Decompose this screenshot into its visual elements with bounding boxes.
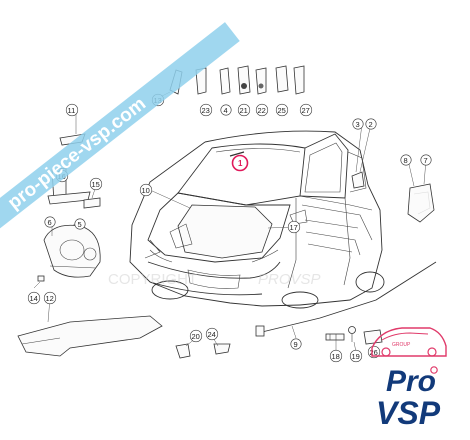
callout-4: 4 [220, 104, 232, 116]
svg-text:6: 6 [48, 218, 52, 227]
svg-text:12: 12 [46, 294, 54, 303]
svg-text:VSP: VSP [376, 395, 441, 431]
bracket-21 [237, 65, 251, 95]
svg-text:22: 22 [258, 106, 266, 115]
part-12-liner [17, 315, 163, 357]
svg-text:2: 2 [369, 120, 373, 129]
bracket-4 [219, 67, 231, 95]
callout-15: 15 [89, 177, 103, 191]
logo-dot-icon [430, 366, 438, 374]
leader-lines [33, 91, 427, 353]
svg-text:19: 19 [352, 352, 360, 361]
provsp-logo: GROUP Pro VSP [371, 327, 447, 431]
bracket-27 [293, 65, 305, 95]
svg-text:23: 23 [202, 106, 210, 115]
callout-5: 5 [74, 218, 86, 230]
svg-text:COPYRIGHT: COPYRIGHT [108, 271, 197, 288]
copyright-watermark: COPYRIGHT PROVSP [108, 271, 321, 288]
part-24 [213, 343, 231, 355]
callout-14: 14 [27, 291, 41, 305]
callout-2: 2 [365, 118, 377, 130]
part-9-cable [255, 261, 437, 337]
callout-12: 12 [43, 291, 57, 305]
callout-20: 20 [189, 329, 203, 343]
vehicle-body [129, 130, 385, 309]
svg-text:20: 20 [192, 332, 200, 341]
part-20 [175, 343, 191, 359]
callout-24: 24 [205, 327, 219, 341]
svg-text:15: 15 [92, 180, 100, 189]
bracket-22 [255, 67, 267, 95]
svg-text:4: 4 [224, 106, 228, 115]
svg-text:GROUP: GROUP [392, 342, 411, 348]
part-19 [348, 326, 356, 342]
svg-text:3: 3 [356, 120, 360, 129]
svg-text:PROVSP: PROVSP [258, 271, 321, 288]
part-15 [83, 197, 101, 209]
svg-text:7: 7 [424, 156, 428, 165]
svg-text:9: 9 [294, 340, 298, 349]
callout-9: 9 [290, 338, 302, 350]
svg-text:1: 1 [238, 159, 243, 168]
callout-19: 19 [349, 349, 363, 363]
headlamp-part-5-6 [43, 224, 101, 278]
callout-25: 25 [275, 103, 289, 117]
callout-27: 27 [299, 103, 313, 117]
callout-11: 11 [65, 103, 79, 117]
callout-7: 7 [420, 154, 432, 166]
rear-lamp-part-7-8 [407, 183, 435, 223]
svg-text:8: 8 [404, 156, 408, 165]
callout-3: 3 [352, 118, 364, 130]
callout-10: 10 [139, 183, 153, 197]
svg-text:27: 27 [302, 106, 310, 115]
svg-text:25: 25 [278, 106, 286, 115]
svg-text:5: 5 [78, 220, 82, 229]
svg-text:26: 26 [370, 348, 378, 357]
highlight-part-1 [229, 151, 249, 172]
svg-text:18: 18 [332, 352, 340, 361]
callout-21: 21 [237, 103, 251, 117]
svg-text:Pro: Pro [386, 365, 436, 398]
callout-22: 22 [255, 103, 269, 117]
svg-text:11: 11 [68, 106, 76, 115]
svg-text:24: 24 [208, 330, 216, 339]
svg-text:17: 17 [290, 223, 298, 232]
part-18 [325, 333, 345, 341]
svg-text:10: 10 [142, 186, 150, 195]
callout-17: 17 [287, 220, 301, 234]
callout-18: 18 [329, 349, 343, 363]
callout-8: 8 [400, 154, 412, 166]
part-26 [363, 329, 383, 345]
callout-26: 26 [367, 345, 381, 359]
callout-23: 23 [199, 103, 213, 117]
callout-6: 6 [44, 216, 56, 228]
callout-1: 1 [238, 159, 243, 168]
logo-car-icon [371, 327, 447, 357]
part-14 [37, 275, 45, 282]
bracket-25 [275, 65, 289, 93]
part-2-3 [351, 171, 365, 189]
svg-text:14: 14 [30, 294, 38, 303]
svg-text:21: 21 [240, 106, 248, 115]
